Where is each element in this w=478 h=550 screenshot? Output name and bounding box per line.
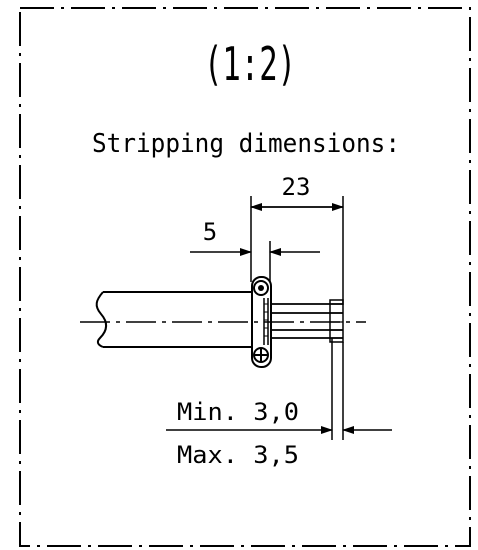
dimension-23: 23 [250, 173, 344, 305]
dimension-5-label: 5 [203, 218, 217, 246]
stripped-conductors [271, 299, 344, 343]
crimp-ferrule [251, 276, 272, 368]
min-label: Min. 3,0 [177, 398, 299, 426]
dimension-min-max: Min. 3,0 Max. 3,5 [166, 338, 392, 469]
max-label: Max. 3,5 [177, 441, 299, 469]
scale-label: (1:2) [204, 37, 296, 91]
dimension-5: 5 [190, 218, 320, 282]
dimension-23-label: 23 [282, 173, 311, 201]
drawing-frame [19, 7, 471, 547]
cable [95, 291, 252, 348]
stripping-heading: Stripping dimensions: [92, 129, 400, 159]
